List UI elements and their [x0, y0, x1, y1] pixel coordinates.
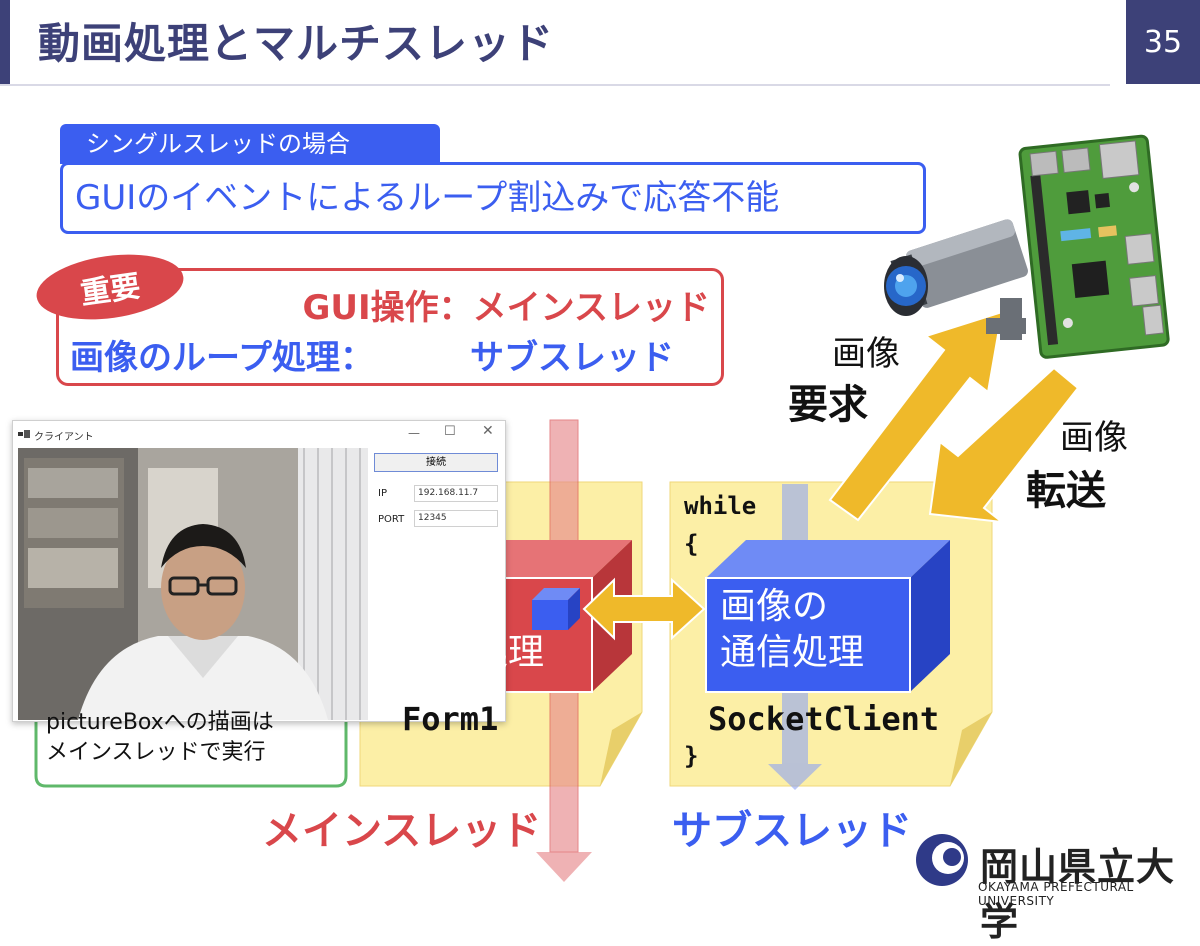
bubble-line-1: pictureBoxへの描画は: [46, 710, 274, 735]
close-icon[interactable]: ✕: [482, 423, 494, 439]
socketclient-class-label: SocketClient: [708, 700, 940, 738]
minimize-icon[interactable]: —: [408, 426, 420, 440]
header-accent-bar: [0, 0, 10, 84]
request-label-small: 画像: [832, 334, 900, 374]
maximize-icon[interactable]: ☐: [444, 424, 456, 439]
sub-thread-label: サブスレッド: [672, 808, 912, 854]
port-label: PORT: [378, 514, 405, 525]
transfer-label-bold: 転送: [1026, 468, 1106, 514]
ip-label: IP: [378, 488, 387, 499]
single-thread-tab: シングルスレッドの場合: [60, 124, 440, 164]
code-while: while: [684, 492, 757, 520]
important-line-gui: GUI操作：メインスレッド: [302, 288, 711, 328]
main-thread-label: メインスレッド: [262, 808, 542, 854]
header-divider: [0, 84, 1110, 86]
transfer-arrow: [928, 366, 1080, 524]
app-window-title: クライアント: [34, 432, 94, 443]
slide-title: 動画処理とマルチスレッド: [38, 19, 555, 68]
important-line-loop: 画像のループ処理：: [70, 338, 374, 378]
display-process-text: 画像の 表示処理: [400, 584, 544, 676]
request-arrow: [828, 310, 1004, 522]
communication-process-text: 画像の 通信処理: [720, 584, 864, 676]
code-close-brace: }: [684, 742, 699, 770]
code-open-brace: {: [684, 530, 699, 558]
university-logo-emblem: [916, 834, 968, 886]
important-line-subthread: サブスレッド: [470, 338, 674, 378]
picture-box: [18, 448, 368, 720]
app-window-icon: [18, 430, 30, 438]
port-field[interactable]: 12345: [414, 510, 498, 527]
communication-process-line-2: 通信処理: [720, 632, 865, 673]
single-thread-message: GUIのイベントによるループ割込みで応答不能: [60, 162, 926, 234]
camera-icon: [884, 219, 1028, 340]
ip-field[interactable]: 192.168.11.7: [414, 485, 498, 502]
form1-class-label: Form1: [402, 700, 499, 738]
raspberry-pi-board: [1018, 134, 1170, 359]
communication-process-line-1: 画像の: [720, 586, 829, 627]
university-name-en: OKAYAMA PREFECTURAL UNIVERSITY: [978, 880, 1134, 908]
bubble-line-2: メインスレッドで実行: [46, 740, 266, 765]
request-label-bold: 要求: [788, 382, 868, 428]
display-process-line-2: 表示処理: [400, 632, 545, 673]
display-process-line-1: 画像の: [400, 586, 509, 627]
page-number: 35: [1126, 0, 1200, 84]
shared-data-cube: [532, 588, 580, 630]
camera-feed-image: [18, 448, 368, 720]
connect-button[interactable]: 接続: [374, 453, 498, 472]
transfer-label-small: 画像: [1060, 418, 1128, 458]
communication-process-box: [705, 540, 950, 693]
bubble-text: pictureBoxへの描画は メインスレッドで実行: [46, 708, 336, 768]
data-exchange-double-arrow: [582, 577, 706, 641]
